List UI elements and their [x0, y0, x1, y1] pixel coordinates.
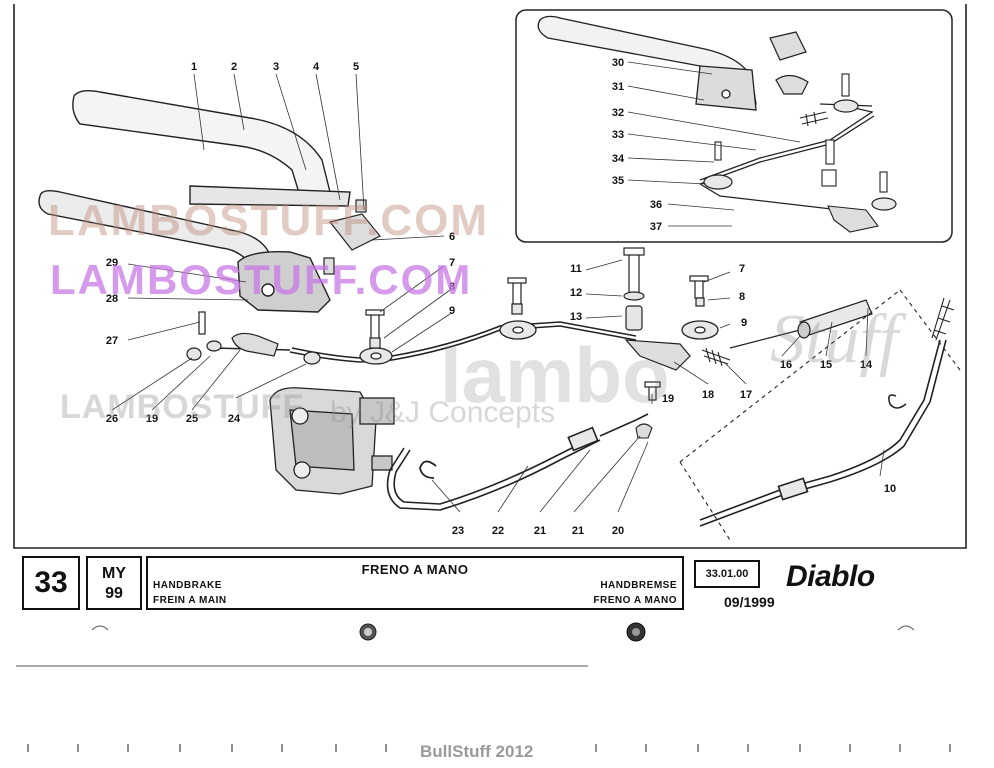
callout-33: 33: [612, 129, 624, 141]
model-year-label: MY: [102, 565, 126, 582]
rear-cable-group: [679, 289, 961, 541]
callout-37: 37: [650, 221, 662, 233]
callout-numbers: 1 2 3 4 5 6 7 8 9 29 28 27 26 19 25 24 1…: [106, 57, 896, 537]
footer-credit: BullStuff 2012: [420, 742, 534, 761]
callout-32: 32: [612, 107, 624, 119]
callout-14: 14: [860, 359, 873, 371]
cable-clamp: [231, 332, 279, 357]
model-year-value: 99: [105, 585, 123, 602]
cable-routing: [213, 321, 637, 363]
title-italian-small: FRENO A MANO: [593, 595, 677, 606]
callout-12: 12: [570, 287, 582, 299]
brand-logo: Diablo: [786, 560, 875, 593]
callout-8b: 8: [739, 291, 745, 303]
callout-35: 35: [612, 175, 624, 187]
inset-frame: [515, 9, 953, 243]
page-number: 33: [34, 566, 68, 599]
callout-36: 36: [650, 199, 662, 211]
binding-holes: [359, 622, 646, 642]
issue-date: 09/1999: [724, 594, 775, 610]
reference-box: 33.01.00: [694, 560, 760, 588]
rear-cable: [699, 339, 947, 527]
callout-25: 25: [186, 413, 198, 425]
handbrake-lever-upper: [72, 89, 351, 207]
callout-30: 30: [612, 57, 624, 69]
tick-marks: [27, 744, 951, 752]
title-french: FREIN A MAIN: [153, 595, 227, 606]
inset-cable: [699, 103, 875, 211]
inset-bolts: [714, 73, 888, 193]
callout-4: 4: [313, 61, 320, 73]
callout-1: 1: [191, 61, 197, 73]
spring: [701, 347, 731, 367]
spacers: [186, 291, 705, 365]
equaliser-lever: [624, 339, 691, 371]
callout-22: 22: [492, 525, 504, 537]
callout-23: 23: [452, 525, 464, 537]
callout-28: 28: [106, 293, 118, 305]
callout-34: 34: [612, 153, 625, 165]
callout-29: 29: [106, 257, 118, 269]
callout-19a: 19: [146, 413, 158, 425]
inset-spring: [799, 111, 829, 127]
cable-end-spring: [931, 297, 955, 341]
handbrake-lever-lower: [38, 189, 331, 313]
callout-13: 13: [570, 311, 582, 323]
page-number-box: 33: [22, 556, 80, 610]
reference-number: 33.01.00: [705, 568, 749, 580]
callout-24: 24: [228, 413, 241, 425]
leader-lines: [111, 61, 885, 513]
callout-20: 20: [612, 525, 624, 537]
callout-7b: 7: [739, 263, 745, 275]
callout-26: 26: [106, 413, 118, 425]
pin-washer: [635, 423, 653, 439]
callout-3: 3: [273, 61, 279, 73]
title-box: FRENO A MANO HANDBRAKE FREIN A MAIN HAND…: [146, 556, 684, 610]
callout-27: 27: [106, 335, 118, 347]
pulleys: [359, 320, 719, 365]
retaining-clip: [888, 394, 907, 409]
callout-18: 18: [702, 389, 714, 401]
title-english: HANDBRAKE: [153, 580, 222, 591]
inset-lever: [537, 15, 757, 111]
callout-5: 5: [353, 61, 359, 73]
callout-9b: 9: [741, 317, 747, 329]
callout-10: 10: [884, 483, 896, 495]
callout-31: 31: [612, 81, 624, 93]
callout-21a: 21: [534, 525, 546, 537]
callout-7a: 7: [449, 257, 455, 269]
inset-pulleys: [703, 99, 897, 211]
callout-17: 17: [740, 389, 752, 401]
callout-8a: 8: [449, 281, 455, 293]
callout-6: 6: [449, 231, 455, 243]
callout-21b: 21: [572, 525, 584, 537]
page-frame: [13, 4, 967, 549]
model-year-box: MY 99: [86, 556, 142, 610]
title-german: HANDBREMSE: [600, 580, 677, 591]
callout-9a: 9: [449, 305, 455, 317]
cable-adjuster: [729, 299, 873, 349]
bolts: [198, 247, 709, 401]
callout-16: 16: [780, 359, 792, 371]
title-italian: FRENO A MANO: [361, 562, 469, 577]
callout-11: 11: [570, 263, 582, 275]
inset-bracket: [769, 31, 809, 95]
caliper-cable: [386, 413, 649, 511]
brake-caliper: [269, 387, 395, 495]
caliper-clip: [419, 460, 437, 479]
page-bottom-marks: [16, 625, 915, 667]
ratchet-bracket: [323, 199, 381, 275]
callout-19b: 19: [662, 393, 674, 405]
callout-15: 15: [820, 359, 832, 371]
inset-lever-arm: [827, 205, 879, 233]
callout-2: 2: [231, 61, 237, 73]
